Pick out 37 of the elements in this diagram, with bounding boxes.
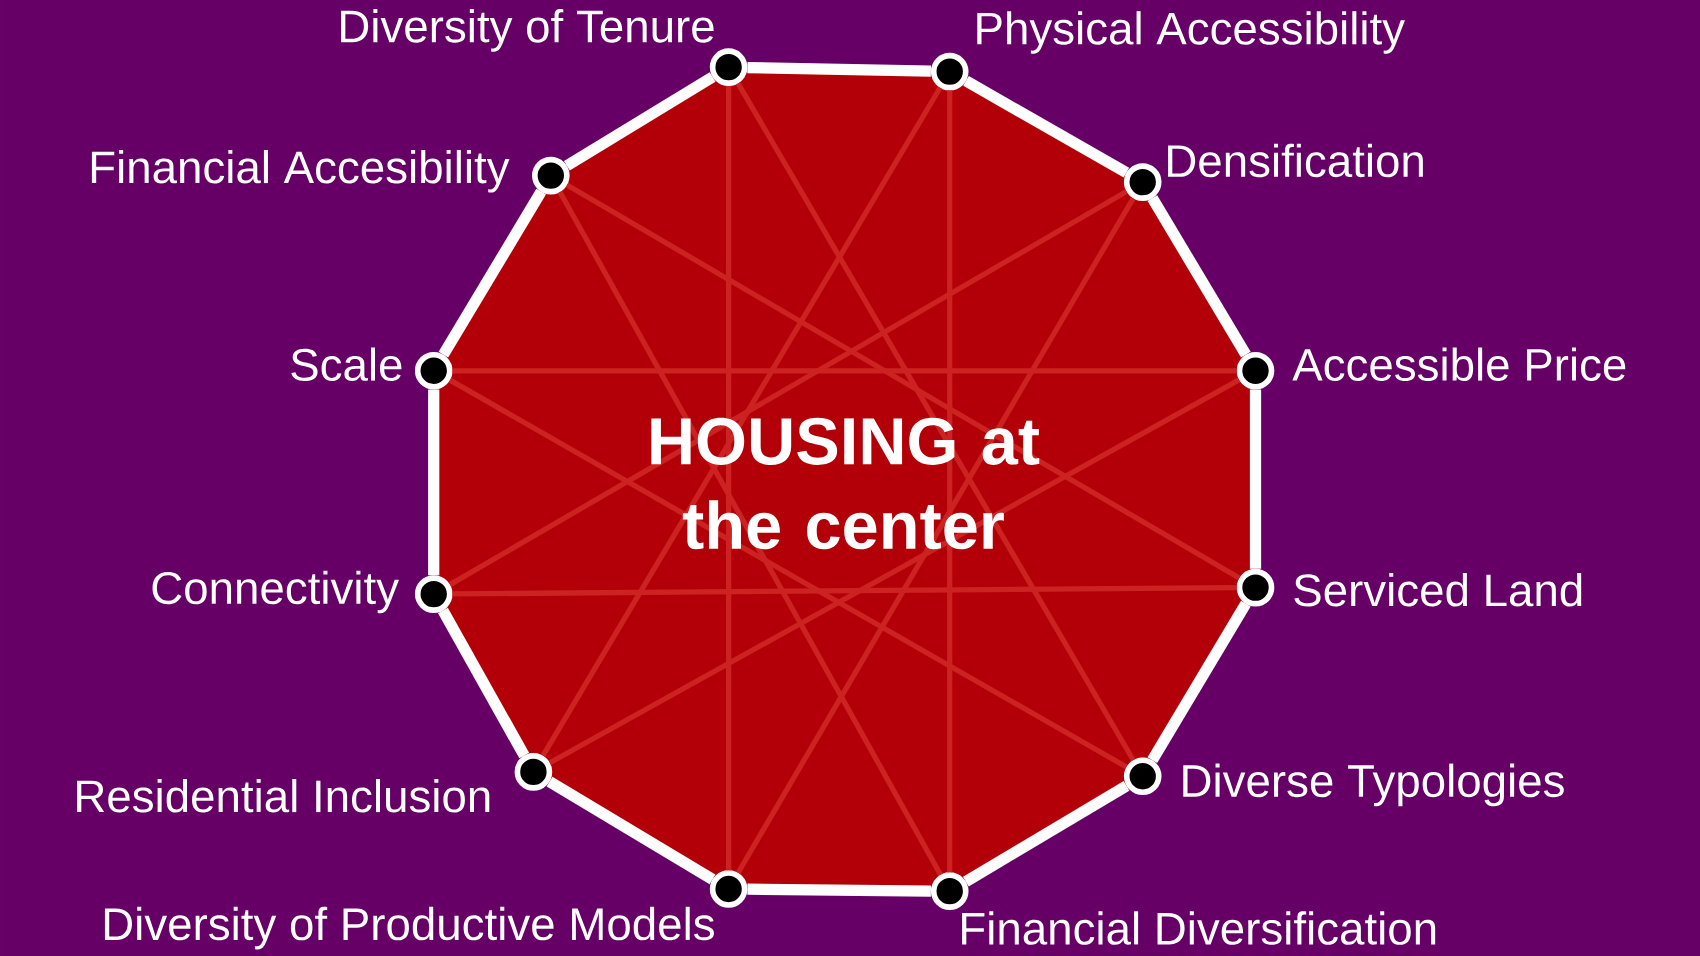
axis-label: Accessible Price xyxy=(1292,347,1626,382)
polygon-side xyxy=(438,607,530,759)
axis-label: Connectivity xyxy=(152,570,399,614)
axis-label: Serviced Land xyxy=(1294,573,1582,607)
axis-label: Financial Diversification xyxy=(962,911,1436,945)
connecting-line xyxy=(448,377,1128,770)
connecting-line xyxy=(452,368,1237,374)
connecting-line xyxy=(565,182,1241,581)
polygon-side xyxy=(546,776,716,885)
axis-label: Residential Inclusion xyxy=(77,779,490,813)
axis-label: Physical Accessibility xyxy=(977,11,1405,54)
connecting-line xyxy=(540,86,943,758)
connecting-line xyxy=(725,86,732,871)
polygon-side xyxy=(1147,195,1251,358)
polygon-side xyxy=(747,883,931,897)
axis-label: Diversity of Tenure xyxy=(341,9,714,52)
connecting-line xyxy=(735,82,1136,762)
polygon-side xyxy=(1147,600,1251,763)
connecting-line xyxy=(448,189,1128,587)
center-title: HOUSING at the center xyxy=(651,417,1040,550)
axis-label: Financial Accesibility xyxy=(91,149,510,193)
connecting-line xyxy=(557,190,943,877)
polygon-side xyxy=(1249,389,1262,569)
axis-label: Densification xyxy=(1168,143,1423,178)
polygon-side xyxy=(963,781,1130,887)
axis-label: Diverse Typologies xyxy=(1183,763,1564,807)
axis-label: Scale xyxy=(291,347,402,382)
polygon-side xyxy=(563,72,716,171)
polygon-side xyxy=(428,389,440,576)
polygon-side xyxy=(438,188,546,358)
connecting-line xyxy=(735,196,1136,875)
axis-label: Diversity of Productive Models xyxy=(104,906,714,950)
polygon-side xyxy=(963,76,1130,178)
connecting-line xyxy=(452,585,1237,597)
polygon-side xyxy=(747,61,932,77)
connecting-line xyxy=(548,377,1241,766)
connecting-line xyxy=(947,90,953,873)
